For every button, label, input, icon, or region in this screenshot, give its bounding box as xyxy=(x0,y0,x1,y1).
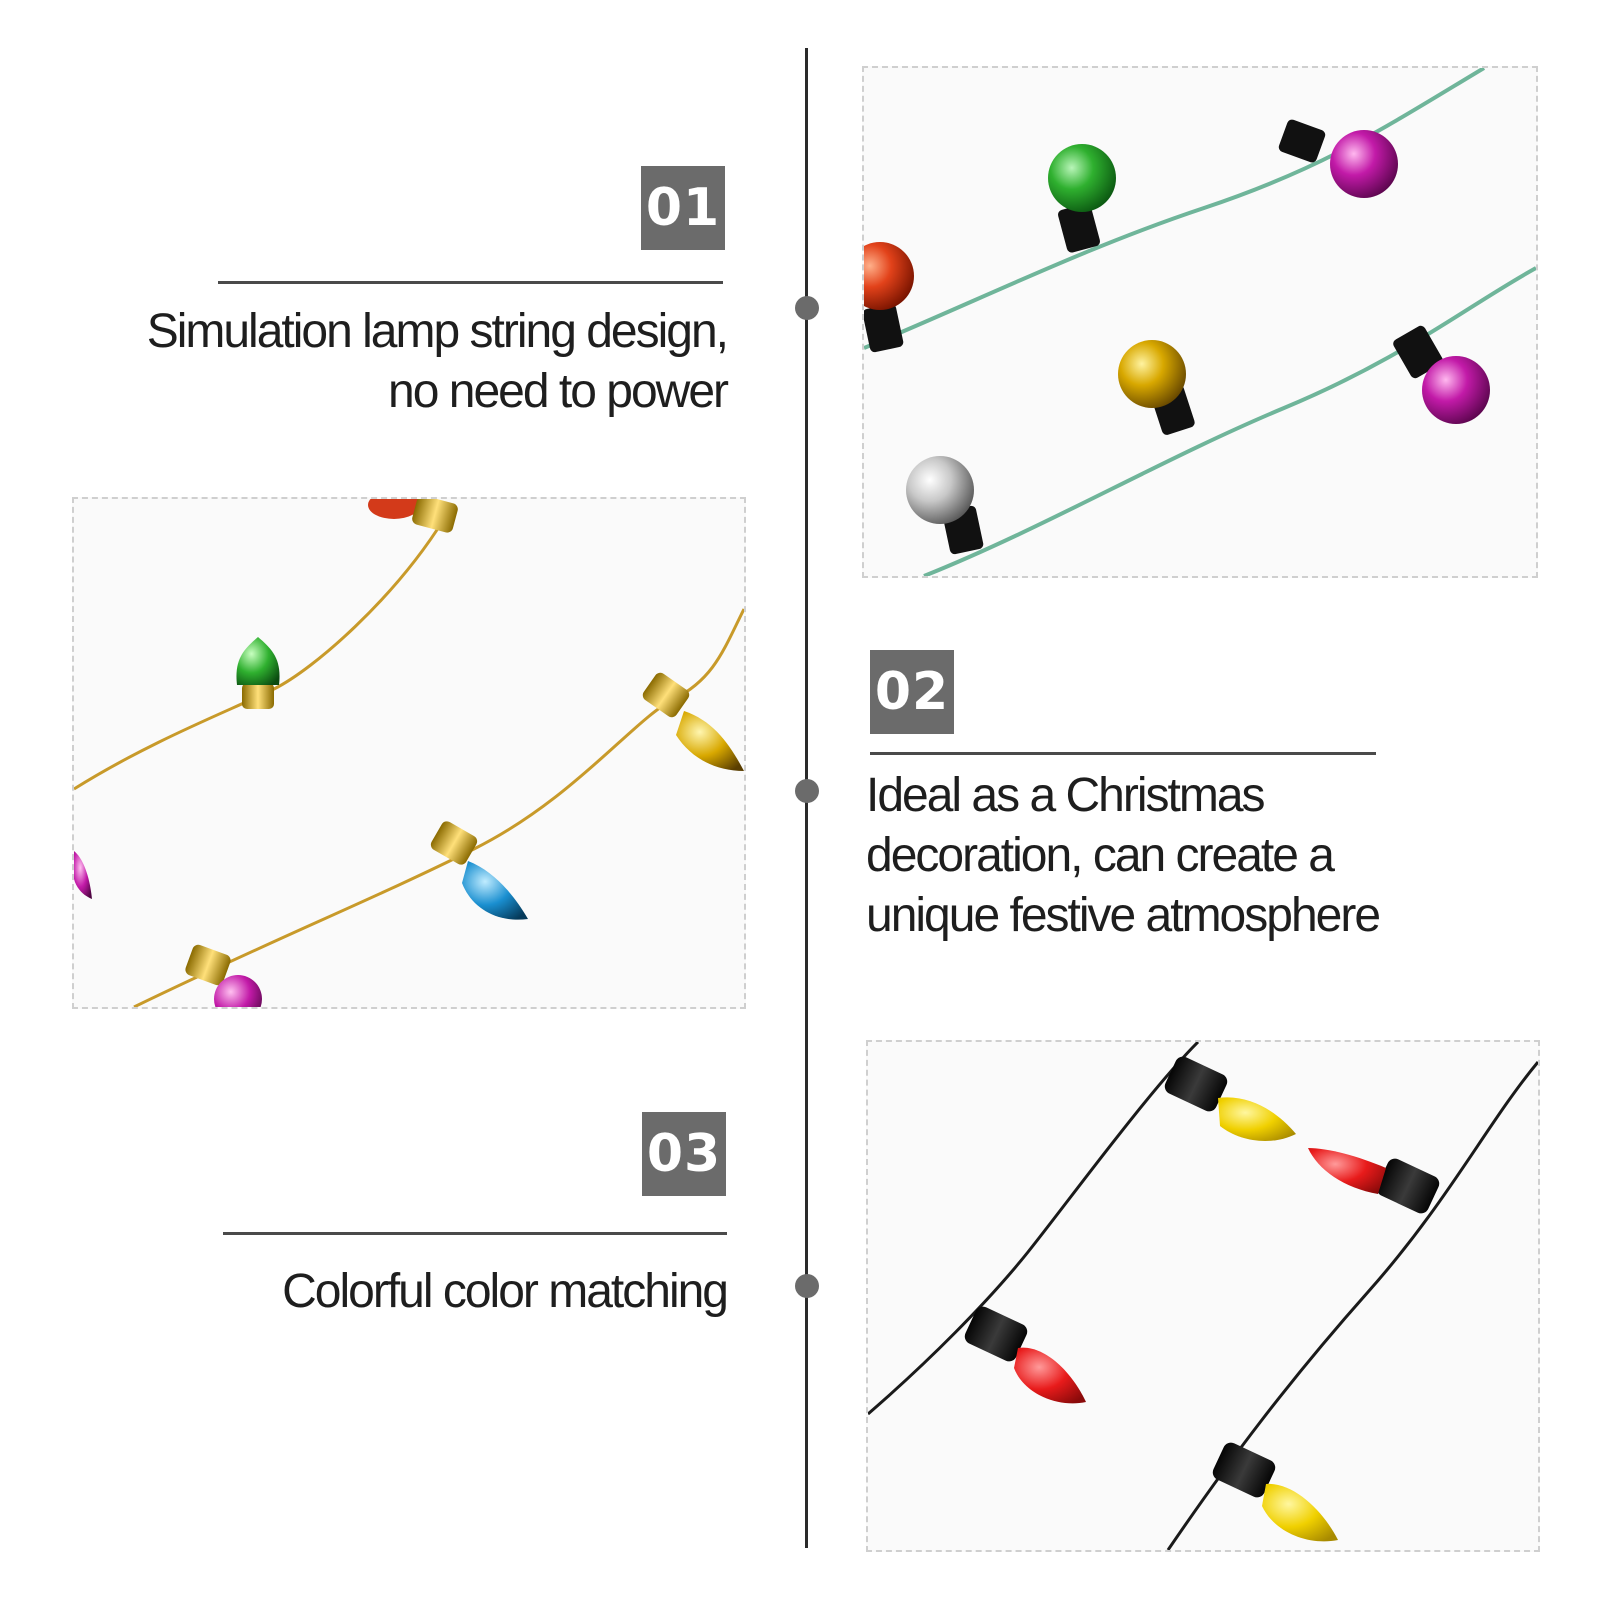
bulb-magenta-round-bottom xyxy=(1393,325,1490,424)
feature-number-badge-3: 03 xyxy=(642,1112,726,1196)
timeline-dot-2 xyxy=(795,779,819,803)
round-bulbs-illustration xyxy=(864,68,1536,576)
feature-number-badge-1: 01 xyxy=(641,166,725,250)
bulb-gold-round xyxy=(1118,340,1195,435)
feature-number-badge-2: 02 xyxy=(870,650,954,734)
feature-caption-1-line-1: Simulation lamp string design, xyxy=(146,305,729,358)
feature-caption-1: Simulation lamp string design, no need t… xyxy=(100,302,729,422)
photo-matte-cone-bulbs xyxy=(866,1040,1540,1552)
bulb-magenta-round-top xyxy=(1278,119,1398,198)
photo-round-bulbs xyxy=(862,66,1538,578)
feature-caption-2: Ideal as a Christmas decoration, can cre… xyxy=(866,766,1506,946)
bulb-green-round xyxy=(1048,144,1116,253)
bulb-magenta-cone-left xyxy=(74,851,92,899)
feature-caption-2-line-2: decoration, can create a xyxy=(866,829,1335,882)
bulb-silver-round xyxy=(906,456,984,555)
bulb-blue-cone xyxy=(430,821,528,920)
feature-caption-2-line-1: Ideal as a Christmas xyxy=(866,769,1266,822)
feature-caption-3-line-1: Colorful color matching xyxy=(282,1265,729,1318)
feature-caption-2-line-3: unique festive atmosphere xyxy=(866,889,1381,942)
bulb-gold-cone xyxy=(642,672,744,771)
matte-cone-bulbs-illustration xyxy=(868,1042,1538,1550)
bulb-yellow-cone-top xyxy=(1164,1056,1296,1141)
timeline-dot-3 xyxy=(795,1274,819,1298)
bulb-green-cone xyxy=(236,637,280,709)
bulb-yellow-cone-bottom xyxy=(1212,1442,1338,1542)
metallic-cone-bulbs-illustration xyxy=(74,499,744,1007)
timeline-dot-1 xyxy=(795,296,819,320)
feature-divider-2 xyxy=(870,752,1376,755)
bulb-red-cone-top xyxy=(368,499,458,533)
bulb-magenta-cone-bottom xyxy=(185,944,262,1007)
feature-caption-1-line-2: no need to power xyxy=(388,365,729,418)
feature-divider-3 xyxy=(223,1232,727,1235)
feature-divider-1 xyxy=(218,281,723,284)
photo-metallic-cone-bulbs xyxy=(72,497,746,1009)
bulb-red-cone-left xyxy=(964,1306,1086,1404)
feature-caption-3: Colorful color matching xyxy=(120,1262,729,1322)
bulb-red-cone-right xyxy=(1308,1148,1440,1214)
bulb-red-round xyxy=(864,242,914,353)
